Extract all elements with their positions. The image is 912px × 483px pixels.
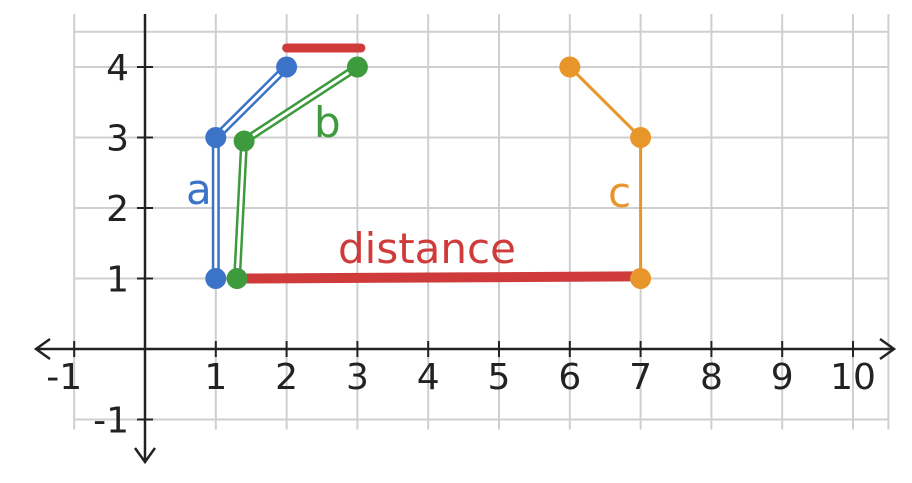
label-a: a — [186, 165, 212, 214]
y-tick-label: 1 — [106, 260, 129, 301]
x-tick-label: 5 — [488, 357, 511, 398]
hand-labels: a b c distance — [186, 98, 631, 273]
x-tick-label: 4 — [417, 357, 440, 398]
label-c: c — [608, 168, 631, 217]
y-tick-label: 3 — [106, 119, 129, 160]
x-tick-label: 3 — [346, 357, 369, 398]
y-tick-label: -1 — [93, 401, 129, 442]
x-tick-label: 1 — [204, 357, 227, 398]
x-axis-left-arrow — [33, 337, 51, 361]
x-tick-label: 10 — [830, 357, 876, 398]
x-tick-label: 8 — [700, 357, 723, 398]
x-tick-label: -1 — [46, 357, 82, 398]
point-a — [205, 268, 227, 289]
point-c — [630, 268, 652, 289]
path-a-outer — [211, 64, 290, 279]
axes — [33, 14, 897, 465]
point-b — [233, 130, 255, 152]
point-b — [346, 56, 368, 78]
point-c — [630, 127, 652, 148]
y-tick-label: 2 — [106, 189, 129, 230]
label-b: b — [314, 98, 341, 147]
y-tick-label: 4 — [106, 48, 129, 89]
y-axis-down-arrow — [133, 447, 157, 465]
point-b — [226, 268, 248, 289]
distance-bar — [242, 271, 639, 284]
label-distance: distance — [338, 224, 516, 273]
x-tick-label: 9 — [771, 357, 794, 398]
x-tick-label: 7 — [629, 357, 652, 398]
shapes — [205, 43, 652, 289]
point-a — [205, 127, 227, 148]
x-axis-right-arrow — [879, 337, 897, 361]
grid — [73, 14, 890, 430]
tick-labels: -1 1 2 3 4 5 6 7 8 9 10 4 3 2 1 -1 — [46, 48, 876, 442]
x-tick-label: 6 — [558, 357, 581, 398]
point-c — [559, 56, 581, 78]
point-a — [276, 56, 298, 78]
x-tick-label: 2 — [275, 357, 298, 398]
